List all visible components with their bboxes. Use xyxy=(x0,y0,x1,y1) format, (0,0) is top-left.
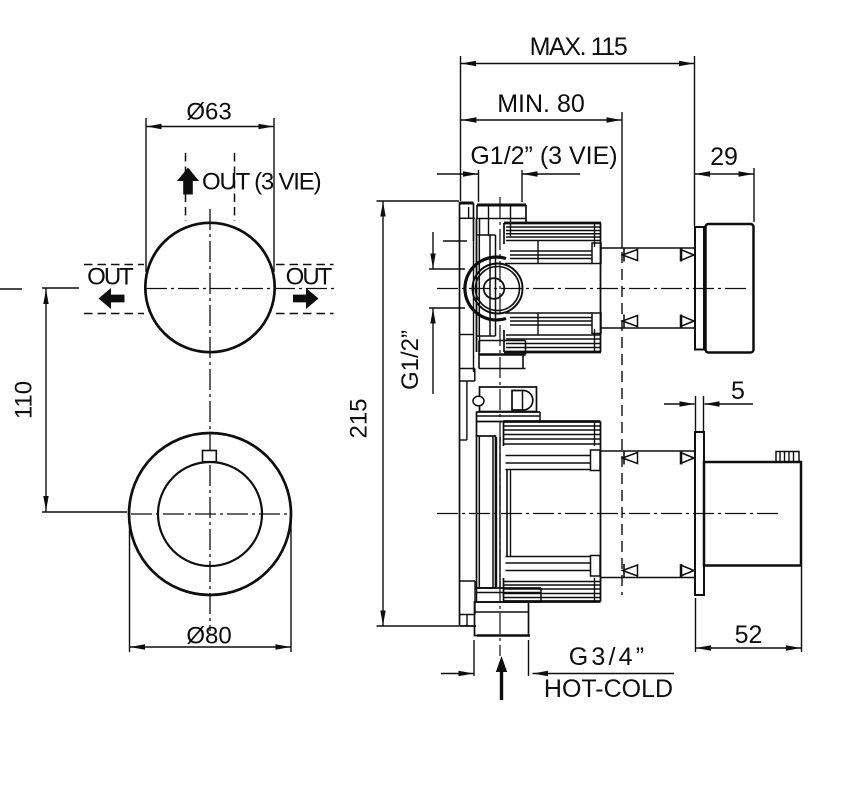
svg-text:G1/2” (3 VIE): G1/2” (3 VIE) xyxy=(470,142,617,170)
svg-text:MIN. 80: MIN. 80 xyxy=(497,90,585,118)
svg-text:52: 52 xyxy=(735,621,763,649)
svg-text:OUT: OUT xyxy=(286,264,333,291)
svg-text:215: 215 xyxy=(346,398,373,438)
svg-text:OUT (3 VIE): OUT (3 VIE) xyxy=(202,169,321,196)
svg-text:Ø63: Ø63 xyxy=(186,99,231,126)
svg-text:G3/4”: G3/4” xyxy=(569,643,648,671)
svg-text:HOT-COLD: HOT-COLD xyxy=(544,675,673,703)
svg-text:110: 110 xyxy=(11,381,38,419)
svg-text:29: 29 xyxy=(710,143,738,171)
svg-text:G1/2”: G1/2” xyxy=(397,330,424,390)
svg-text:MAX. 115: MAX. 115 xyxy=(530,33,627,61)
svg-text:5: 5 xyxy=(731,377,745,405)
svg-text:OUT: OUT xyxy=(87,264,134,291)
svg-text:Ø80: Ø80 xyxy=(186,623,231,650)
